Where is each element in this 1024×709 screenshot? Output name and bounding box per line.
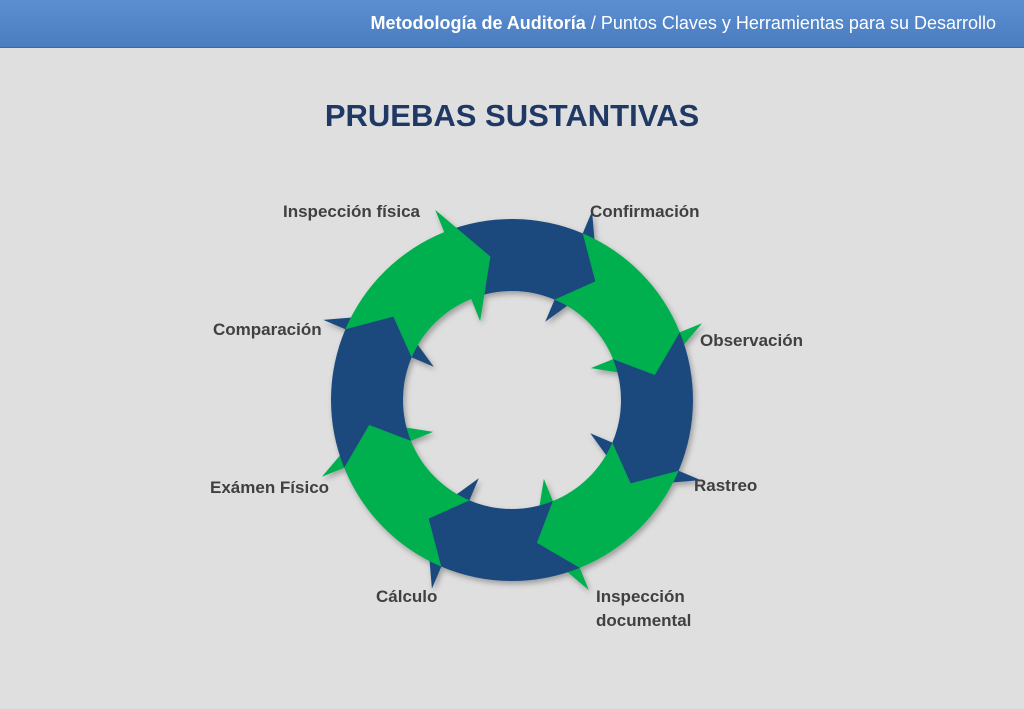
- step-label-confirmacion: Confirmación: [590, 202, 700, 221]
- cycle-arrow-observacion: [554, 233, 703, 379]
- step-label-rastreo: Rastreo: [694, 476, 758, 495]
- header-subtitle: Puntos Claves y Herramientas para su Des…: [600, 13, 996, 33]
- step-label-inspeccion-documental: Inspección documental: [596, 587, 692, 630]
- header-title: Metodología de Auditoría: [370, 13, 586, 33]
- cycle-arrow-calculo: [425, 478, 580, 589]
- step-label-examen-fisico: Exámen Físico: [210, 478, 330, 497]
- header-text: Metodología de Auditoría / Puntos Claves…: [370, 13, 996, 34]
- header-bar: Metodología de Auditoría / Puntos Claves…: [0, 0, 1024, 48]
- cycle-arrow-inspeccion-fisica: [345, 209, 491, 358]
- step-label-inspeccion-fisica: Inspección física: [283, 202, 420, 221]
- step-label-comparacion: Comparación: [213, 320, 322, 339]
- cycle-arrow-comparacion: [323, 313, 434, 468]
- step-label-observacion: Observación: [700, 331, 803, 350]
- cycle-arrow-examen-fisico: [321, 421, 470, 567]
- step-label-calculo: Cálculo: [376, 587, 438, 606]
- page-title: PRUEBAS SUSTANTIVAS: [324, 98, 700, 133]
- cycle-arrow-inspeccion-documental: [533, 442, 679, 591]
- cycle-arrow-rastreo: [590, 332, 701, 487]
- header-separator: /: [585, 13, 601, 33]
